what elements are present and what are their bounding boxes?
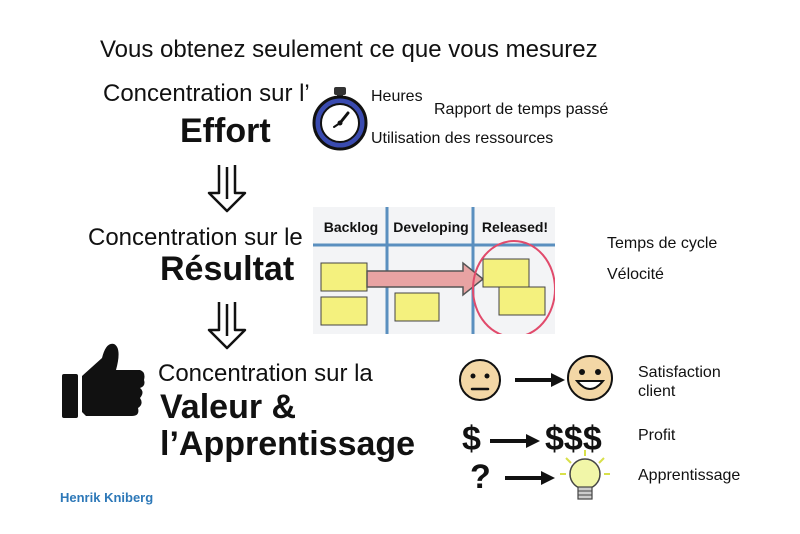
metric-velocity: Vélocité (607, 266, 664, 283)
slide-title: Vous obtenez seulement ce que vous mesur… (100, 36, 598, 63)
thumbs-up-icon (62, 343, 145, 418)
stopwatch-icon (312, 87, 368, 151)
result-title: Résultat (160, 250, 295, 288)
metric-time-report: Rapport de temps passé (434, 101, 609, 118)
right-arrow-icon (515, 373, 565, 387)
question-mark: ? (470, 458, 491, 496)
kanban-drawing (313, 207, 555, 334)
dollar-single: $ (462, 420, 481, 458)
outcome-customer-satisfaction: Satisfaction client (638, 364, 721, 400)
kanban-column-developing: Developing (393, 219, 469, 235)
kanban-column-backlog: Backlog (323, 219, 379, 235)
value-heading: Concentration sur la (158, 360, 373, 387)
result-heading: Concentration sur le (88, 224, 303, 251)
right-arrow-icon (490, 434, 540, 448)
double-down-arrow-icon (207, 165, 247, 213)
happy-face-icon (567, 355, 613, 401)
value-title: Valeur & (160, 388, 297, 426)
effort-title: Effort (180, 112, 271, 150)
author-credit: Henrik Kniberg (60, 490, 154, 505)
learning-title: l’Apprentissage (160, 425, 416, 463)
kanban-board: Backlog Developing Released! (313, 207, 555, 334)
lightbulb-icon (560, 450, 610, 500)
metric-hours: Heures (371, 88, 423, 105)
double-down-arrow-icon (207, 302, 247, 350)
kanban-column-released: Released! (481, 219, 549, 235)
outcome-profit: Profit (638, 427, 676, 444)
right-arrow-icon (505, 471, 555, 485)
effort-heading: Concentration sur l’ (103, 80, 310, 107)
neutral-face-icon (459, 359, 501, 401)
metric-cycle-time: Temps de cycle (607, 235, 718, 252)
outcome-learning: Apprentissage (638, 467, 741, 484)
dollar-triple: $$$ (545, 420, 602, 458)
metric-resource-utilization: Utilisation des ressources (371, 130, 554, 147)
